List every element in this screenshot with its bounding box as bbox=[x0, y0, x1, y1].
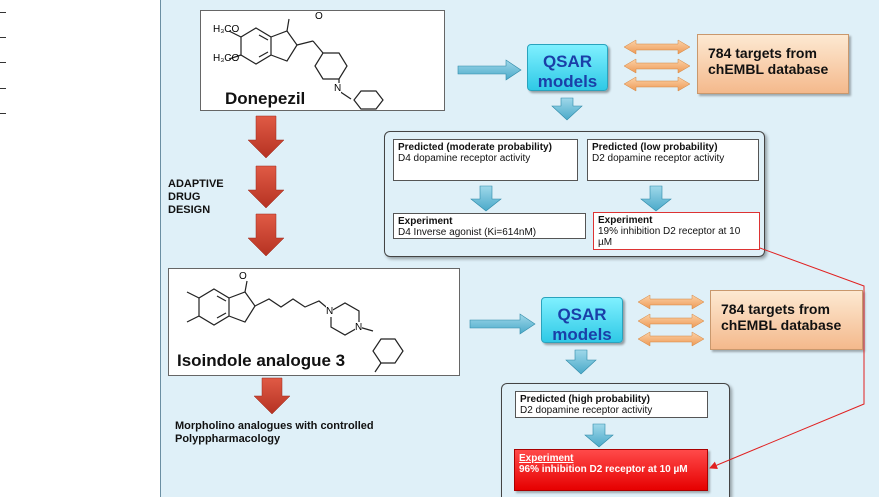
targets-label-line: chEMBL database bbox=[721, 317, 842, 333]
experiment-d2-high-box: Experiment 96% inhibition D2 receptor at… bbox=[514, 449, 708, 491]
isoindole-structure-box: O N N Isoindole analogue 3 bbox=[168, 268, 460, 376]
box-text: D4 dopamine receptor activity bbox=[398, 153, 531, 164]
blue-down-arrow bbox=[470, 185, 502, 212]
atom-label: O bbox=[239, 271, 247, 282]
targets-label-line: 784 targets from bbox=[708, 45, 817, 61]
targets-label-line: 784 targets from bbox=[721, 301, 830, 317]
label-line: Polyppharmacology bbox=[175, 433, 281, 445]
qsar-label-line: models bbox=[552, 325, 612, 344]
left-tick bbox=[0, 62, 6, 63]
prediction-high-box: Predicted (high probability) D2 dopamine… bbox=[515, 391, 708, 418]
molecule-name: Isoindole analogue 3 bbox=[177, 351, 346, 370]
red-down-arrow bbox=[253, 377, 291, 415]
red-down-arrow bbox=[247, 213, 285, 257]
qsar-label-line: models bbox=[537, 72, 598, 91]
label-line: DRUG bbox=[168, 191, 201, 203]
blue-down-arrow bbox=[565, 349, 597, 375]
box-title: Experiment bbox=[398, 216, 453, 227]
morpholino-label: Morpholino analogues with controlled Pol… bbox=[175, 420, 374, 446]
atom-label: O bbox=[315, 11, 323, 22]
box-title: Experiment bbox=[519, 453, 574, 464]
box-text: 19% inhibition D2 receptor at 10 µM bbox=[598, 226, 741, 248]
left-tick bbox=[0, 37, 6, 38]
chembl-targets-box: 784 targets from chEMBL database bbox=[697, 34, 849, 94]
feedback-connector bbox=[709, 247, 865, 470]
prediction-low-box: Predicted (low probability) D2 dopamine … bbox=[587, 139, 759, 181]
box-text: 96% inhibition D2 receptor at 10 µM bbox=[519, 464, 688, 475]
atom-label: N bbox=[334, 83, 342, 94]
atom-label: H₃CO bbox=[213, 24, 240, 35]
targets-label-line: chEMBL database bbox=[708, 61, 829, 77]
blue-down-arrow bbox=[640, 185, 672, 212]
box-text: D2 dopamine receptor activity bbox=[592, 153, 725, 164]
atom-label: H₃CO bbox=[213, 53, 240, 64]
box-text: D2 dopamine receptor activity bbox=[520, 405, 653, 416]
label-line: ADAPTIVE bbox=[168, 178, 224, 190]
prediction-moderate-box: Predicted (moderate probability) D4 dopa… bbox=[393, 139, 578, 181]
molecule-name: Donepezil bbox=[225, 89, 306, 108]
qsar-models-box: QSAR models bbox=[527, 44, 608, 91]
atom-label: N bbox=[326, 306, 334, 317]
blue-right-arrow bbox=[457, 59, 522, 81]
donepezil-structure-box: H₃CO H₃CO O N Donepezil bbox=[200, 10, 445, 111]
red-down-arrow bbox=[247, 115, 285, 159]
donepezil-structure-drawing bbox=[228, 18, 384, 110]
left-tick bbox=[0, 12, 6, 13]
experiment-d4-box: Experiment D4 Inverse agonist (Ki=614nM) bbox=[393, 213, 586, 239]
label-line: DESIGN bbox=[168, 204, 211, 216]
orange-double-arrow-group bbox=[623, 39, 691, 92]
adaptive-drug-design-label: ADAPTIVE DRUG DESIGN bbox=[168, 178, 224, 217]
blue-right-arrow bbox=[469, 313, 536, 335]
left-tick bbox=[0, 88, 6, 89]
experiment-d2-box: Experiment 19% inhibition D2 receptor at… bbox=[593, 212, 760, 250]
orange-double-arrow-group bbox=[637, 294, 705, 347]
box-title: Experiment bbox=[598, 215, 653, 226]
atom-label: N bbox=[355, 322, 363, 333]
box-title: Predicted (low probability) bbox=[592, 142, 718, 153]
qsar-label-line: QSAR bbox=[542, 52, 593, 71]
blue-down-arrow bbox=[584, 423, 614, 448]
red-down-arrow bbox=[247, 165, 285, 209]
left-tick bbox=[0, 113, 6, 114]
box-title: Predicted (high probability) bbox=[520, 394, 651, 405]
chembl-targets-box: 784 targets from chEMBL database bbox=[710, 290, 863, 350]
label-line: Morpholino analogues with controlled bbox=[175, 420, 374, 432]
qsar-label-line: QSAR bbox=[557, 305, 607, 324]
blue-down-arrow bbox=[551, 97, 583, 121]
box-title: Predicted (moderate probability) bbox=[398, 142, 552, 153]
box-text: D4 Inverse agonist (Ki=614nM) bbox=[398, 227, 537, 238]
qsar-models-box: QSAR models bbox=[541, 297, 623, 344]
